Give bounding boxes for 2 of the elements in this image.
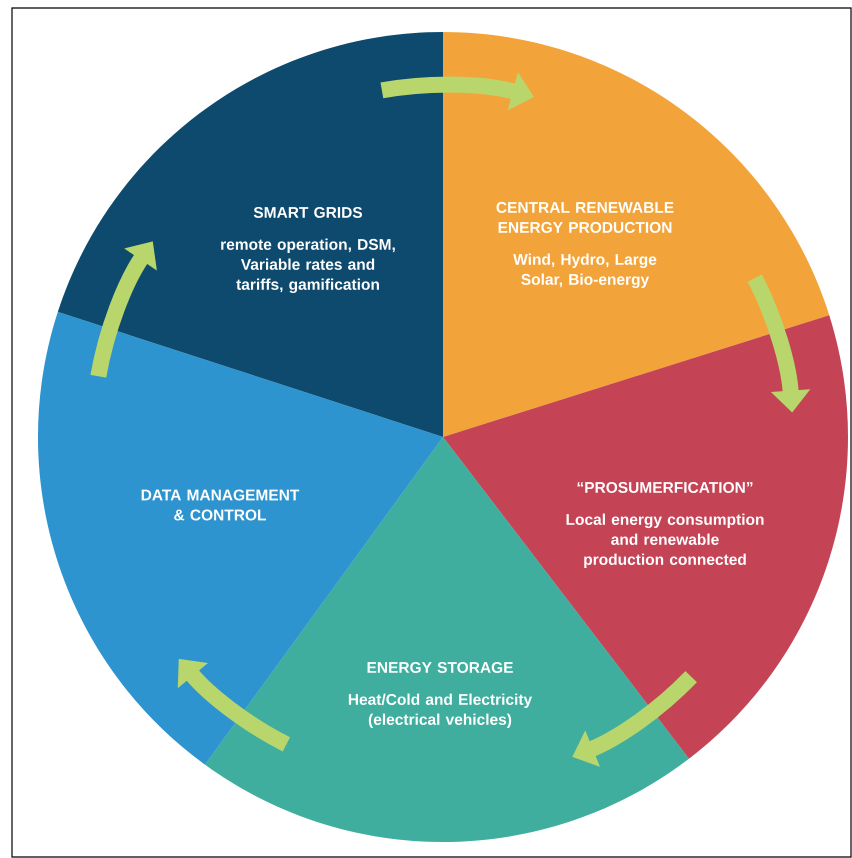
pie-sector: CENTRAL RENEWABLE ENERGY PRODUCTION Wind, Hydro, Large Solar, Bio-energy [443,32,830,437]
pie-sector: SMART GRIDS remote operation, DSM, Variable rates and tariffs, gamification [58,32,443,437]
